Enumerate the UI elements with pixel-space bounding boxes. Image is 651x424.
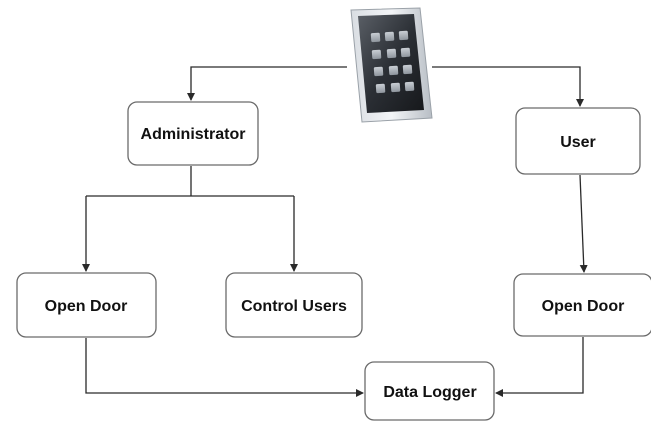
edge-open-door-user-to-data-logger [495,337,584,397]
node-data-logger: Data Logger [364,361,495,421]
node-control-users-label: Control Users [241,298,347,315]
node-open-door-admin-label: Open Door [45,298,128,315]
keypad-keys [370,30,415,94]
node-open-door-user-label: Open Door [542,298,625,315]
edge-keypad-to-user [432,66,584,107]
node-data-logger-label: Data Logger [383,384,476,401]
node-administrator-label: Administrator [141,126,246,143]
keypad-device-icon [350,7,433,123]
edge-keypad-to-administrator [187,66,347,101]
node-administrator: Administrator [127,101,259,166]
node-open-door-user: Open Door [513,273,651,337]
node-user-label: User [560,134,596,151]
edge-administrator-to-open-door [86,195,294,271]
node-user: User [515,107,641,175]
edge-open-door-admin-to-data-logger [85,338,364,397]
node-open-door-admin: Open Door [16,272,157,338]
node-control-users: Control Users [225,272,363,338]
edges [85,66,588,397]
edge-user-to-open-door [579,174,588,273]
